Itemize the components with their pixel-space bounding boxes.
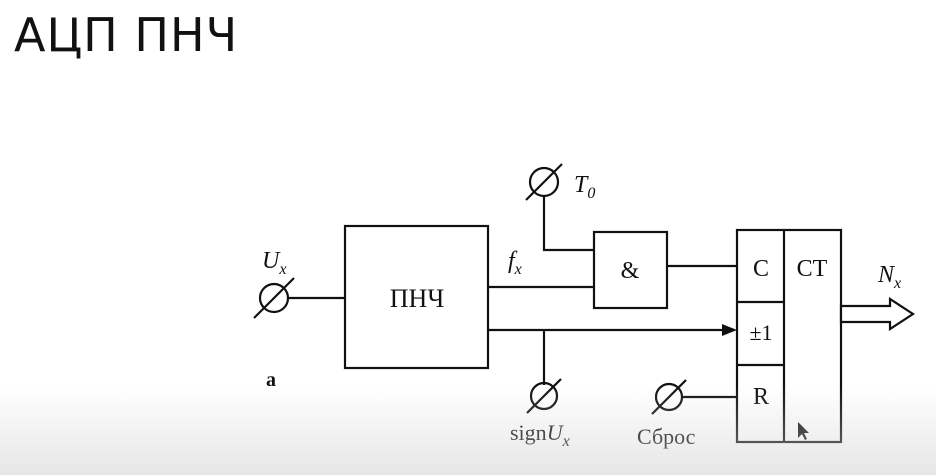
input-label: Ux [262, 248, 286, 278]
slide-title: АЦП ПНЧ [14, 8, 239, 62]
counter-clock-label: C [753, 256, 769, 282]
frequency-label: fx [508, 248, 522, 278]
sign-arrow [722, 324, 737, 336]
period-terminal [525, 163, 594, 252]
counter-type-label: CT [797, 256, 828, 282]
reset-terminal [651, 379, 737, 415]
input-terminal [253, 277, 345, 319]
reset-label: Сброс [637, 424, 696, 449]
counter-direction-label: ±1 [749, 320, 772, 345]
output-arrow [839, 296, 916, 332]
figure-label: а [266, 369, 276, 391]
and-gate [592, 230, 669, 310]
vfc-block [343, 224, 490, 370]
vfc-block-label: ПНЧ [390, 284, 445, 313]
and-gate-label: & [621, 258, 640, 284]
counter-reset-label: R [753, 384, 769, 410]
period-label: T0 [574, 172, 595, 202]
sign-label: signUx [510, 420, 570, 450]
output-label: Nx [877, 262, 901, 292]
